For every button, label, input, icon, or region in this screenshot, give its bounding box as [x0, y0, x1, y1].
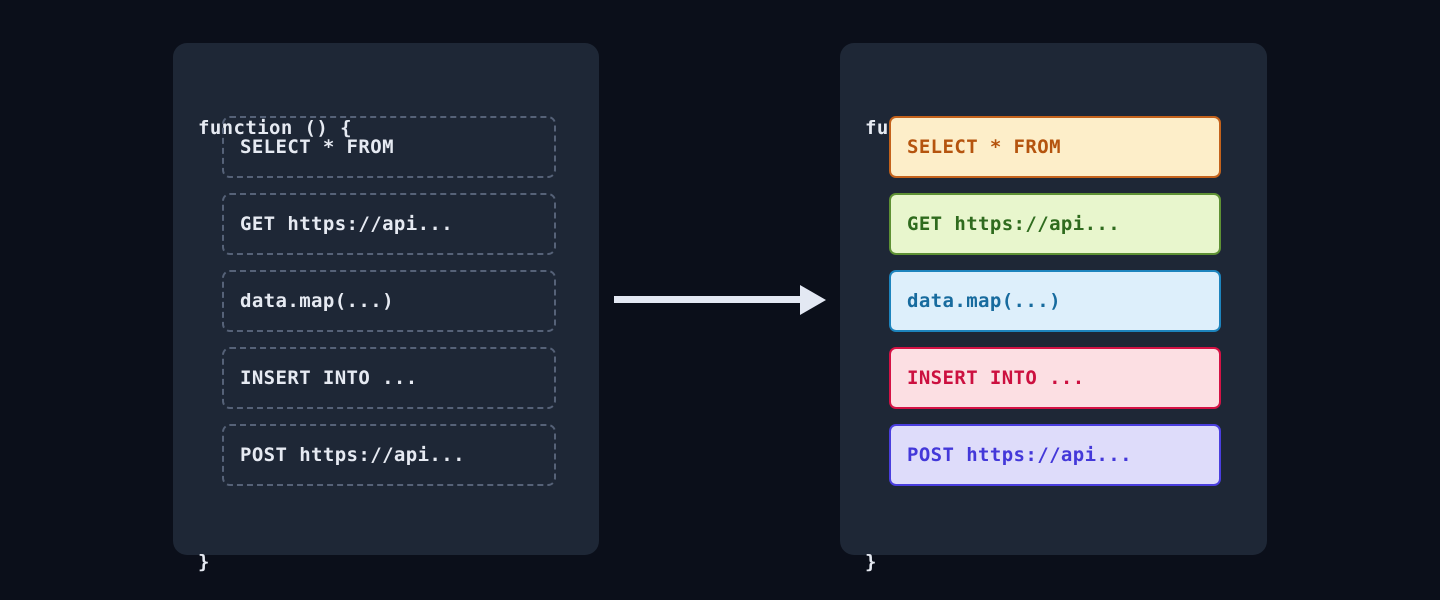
function-open-line-before: function () {: [198, 117, 352, 139]
statement-row[interactable]: GET https://api...: [889, 193, 1221, 255]
statement-row[interactable]: GET https://api...: [222, 193, 556, 255]
statement-list-after: SELECT * FROM GET https://api... data.map(…: [889, 116, 1221, 486]
function-close-line-before: }: [198, 551, 210, 573]
function-close-line-after: }: [865, 551, 877, 573]
statement-list-before: SELECT * FROM GET https://api... data.map(…: [222, 116, 556, 486]
arrow-right-icon: [614, 283, 826, 317]
statement-row[interactable]: POST https://api...: [889, 424, 1221, 486]
statement-row[interactable]: INSERT INTO ...: [222, 347, 556, 409]
statement-row[interactable]: SELECT * FROM: [889, 116, 1221, 178]
panel-before: function () { SELECT * FROM GET https://a…: [173, 43, 599, 573]
statement-row[interactable]: data.map(...): [222, 270, 556, 332]
statement-row[interactable]: SELECT * FROM: [222, 116, 556, 178]
statement-row[interactable]: INSERT INTO ...: [889, 347, 1221, 409]
statement-row[interactable]: POST https://api...: [222, 424, 556, 486]
statement-row[interactable]: data.map(...): [889, 270, 1221, 332]
